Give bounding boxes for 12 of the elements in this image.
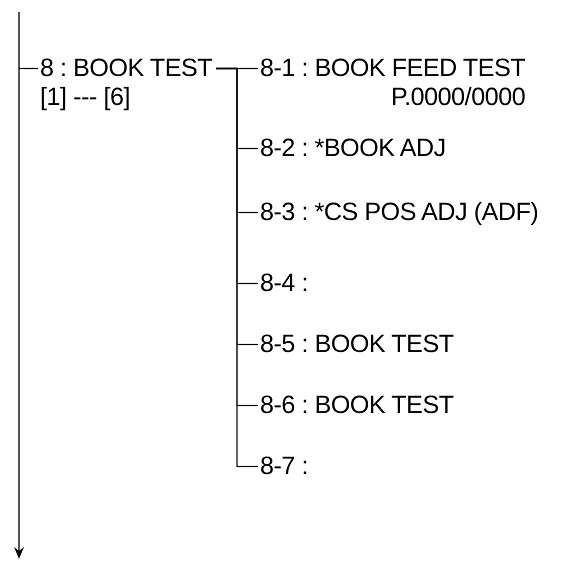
connector-line: [19, 68, 38, 70]
connector-line: [216, 68, 258, 468]
menu-item-label: 8-2 : *BOOK ADJ: [260, 134, 446, 163]
menu-item-label: 8-3 : *CS POS ADJ (ADF): [260, 198, 538, 227]
menu-item-label: 8-4 :: [260, 269, 308, 298]
menu-item-label: 8-5 : BOOK TEST: [260, 330, 454, 359]
sub-label: [1] --- [6]: [40, 83, 130, 112]
sub-label: P.0000/0000: [391, 83, 526, 112]
menu-item-label: 8-7 :: [260, 452, 308, 481]
menu-item-label: 8-1 : BOOK FEED TEST: [260, 54, 526, 83]
menu-item-label: 8 : BOOK TEST: [40, 54, 212, 83]
menu-item-label: 8-6 : BOOK TEST: [260, 391, 454, 420]
